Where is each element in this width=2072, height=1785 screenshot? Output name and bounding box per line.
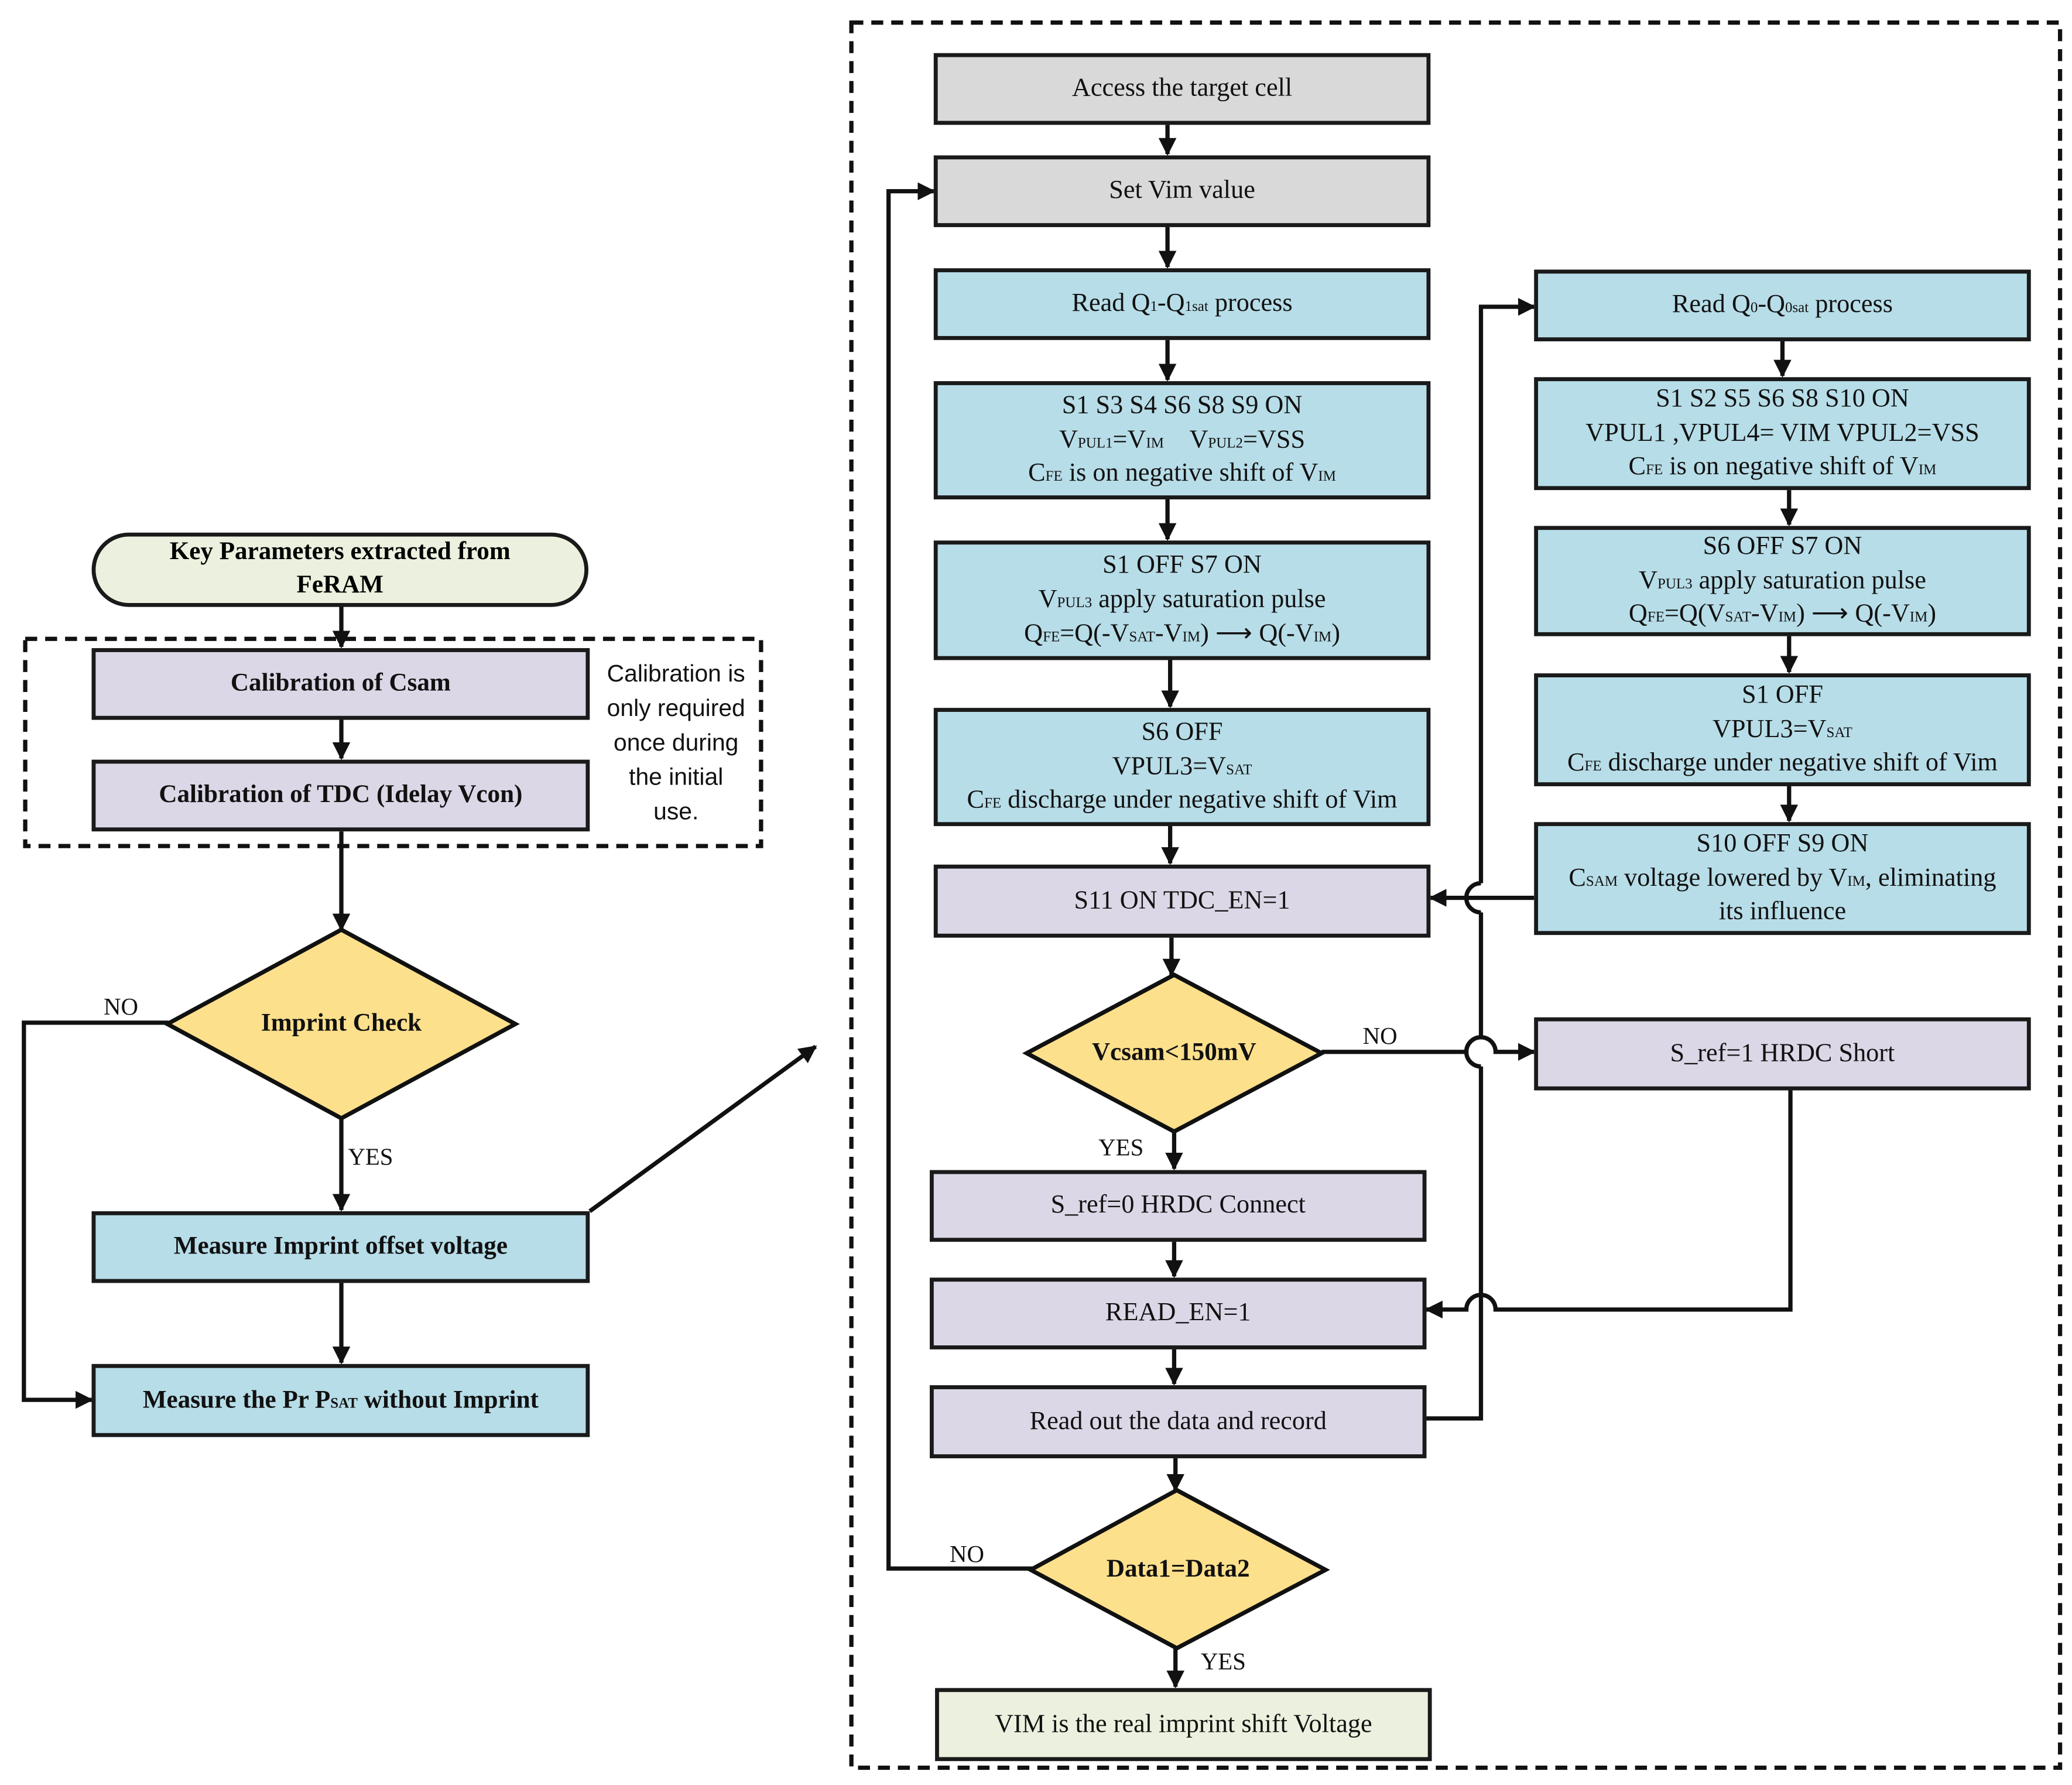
q0-step1-line-3: CFE is on negative shift of VIM	[1628, 453, 1937, 482]
arrow-no-to-measure-pr	[22, 1020, 169, 1409]
read-q0-box: Read Q0-Q0sat process	[1534, 269, 2031, 342]
data-check-text: Data1=Data2	[1106, 1555, 1250, 1584]
data-no-label: NO	[950, 1540, 985, 1567]
read-out-box: Read out the data and record	[930, 1385, 1427, 1458]
q1-step2-line-2: VPUL3 apply saturation pulse	[1038, 585, 1326, 614]
measure-offset-label: Measure Imprint offset voltage	[173, 1233, 508, 1261]
note-line-2: only required	[607, 694, 745, 722]
note-line-4: the initial	[629, 764, 724, 791]
tdc-enable-box: S11 ON TDC_EN=1	[933, 864, 1431, 938]
expand-arrow	[588, 1044, 817, 1213]
vcsam-no-label: NO	[1362, 1022, 1398, 1050]
calibration-csam-box: Calibration of Csam	[91, 648, 590, 720]
vcsam-check-diamond	[1022, 972, 1326, 1134]
q0-step2-line-1: S6 OFF S7 ON	[1703, 532, 1862, 561]
q0-step3-line-3: CFE discharge under negative shift of Vi…	[1567, 749, 1998, 777]
q1-step2-line-3: QFE=Q(-VSAT-VIM) ⟶ Q(-VIM)	[1024, 620, 1341, 648]
access-target-cell-box: Access the target cell	[933, 53, 1431, 125]
q0-step3-line-2: VPUL3=VSAT	[1712, 715, 1852, 744]
data-check-diamond	[1026, 1488, 1330, 1651]
start-line-2: FeRAM	[296, 571, 383, 599]
vim-real-label: VIM is the real imprint shift Voltage	[994, 1710, 1372, 1738]
q1-step3-box: S6 OFF VPUL3=VSAT CFE discharge under ne…	[933, 708, 1431, 827]
start-terminal: Key Parameters extracted from FeRAM	[91, 532, 588, 607]
imprint-check-diamond	[163, 927, 520, 1121]
vcsam-check-text: Vcsam<150mV	[1092, 1039, 1256, 1067]
read-q1-box: Read Q1-Q1sat process	[933, 268, 1431, 340]
calibration-note: Calibration is only required once during…	[593, 656, 760, 830]
q0-step4-line-1: S10 OFF S9 ON	[1696, 830, 1869, 858]
detail-process-frame	[849, 20, 2063, 1770]
q1-step2-box: S1 OFF S7 ON VPUL3 apply saturation puls…	[933, 540, 1431, 660]
q0-step4-line-2: CSAM voltage lowered by VIM, eliminating	[1568, 864, 1996, 892]
data-yes-label: YES	[1200, 1648, 1246, 1675]
q1-step3-line-1: S6 OFF	[1141, 718, 1223, 746]
q0-step3-line-1: S1 OFF	[1741, 681, 1823, 710]
calibration-csam-label: Calibration of Csam	[230, 670, 451, 698]
imprint-yes-label: YES	[348, 1143, 393, 1170]
measure-pr-label: Measure the Pr PSAT without Imprint	[142, 1386, 539, 1414]
q0-step1-line-2: VPUL1 ,VPUL4= VIM VPUL2=VSS	[1585, 419, 1979, 447]
vim-real-box: VIM is the real imprint shift Voltage	[935, 1688, 1432, 1762]
read-enable-box: READ_EN=1	[930, 1277, 1427, 1349]
read-q1-label: Read Q1-Q1sat process	[1071, 289, 1293, 318]
q1-step3-line-2: VPUL3=VSAT	[1112, 752, 1252, 781]
q1-step1-line-2: VPUL1=VIM VPUL2=VSS	[1059, 426, 1306, 454]
imprint-check-text: Imprint Check	[261, 1009, 422, 1037]
calibration-tdc-box: Calibration of TDC (Idelay Vcon)	[91, 759, 590, 832]
q1-step1-line-1: S1 S3 S4 S6 S8 S9 ON	[1061, 391, 1303, 420]
read-q0-label: Read Q0-Q0sat process	[1672, 291, 1893, 319]
note-line-1: Calibration is	[607, 660, 745, 687]
set-vim-label: Set Vim value	[1109, 177, 1255, 205]
calibration-group-frame	[23, 636, 763, 848]
vcsam-yes-label: YES	[1098, 1134, 1144, 1161]
access-target-cell-label: Access the target cell	[1071, 74, 1293, 102]
q0-step2-box: S6 OFF S7 ON VPUL3 apply saturation puls…	[1534, 526, 2031, 636]
start-line-1: Key Parameters extracted from	[169, 538, 511, 567]
note-line-3: once during	[613, 729, 739, 756]
arrow-readout-to-readq0	[1426, 307, 1534, 1421]
sref0-label: S_ref=0 HRDC Connect	[1050, 1191, 1306, 1219]
calibration-tdc-label: Calibration of TDC (Idelay Vcon)	[159, 781, 523, 810]
arrow-vcsam-no-to-sref1	[1321, 1035, 1536, 1061]
q0-step1-line-1: S1 S2 S5 S6 S8 S10 ON	[1656, 385, 1909, 413]
imprint-no-label: NO	[103, 993, 138, 1020]
data-check-label: Data1=Data2	[1030, 1543, 1326, 1596]
sref1-box: S_ref=1 HRDC Short	[1534, 1017, 2031, 1091]
arrow-datacheck-no-loop	[886, 182, 1033, 1571]
q1-step3-line-3: CFE discharge under negative shift of Vi…	[967, 786, 1398, 815]
q0-step1-box: S1 S2 S5 S6 S8 S10 ON VPUL1 ,VPUL4= VIM …	[1534, 377, 2031, 491]
line-hop-vcsam	[1464, 1035, 1481, 1069]
tdc-enable-label: S11 ON TDC_EN=1	[1074, 886, 1290, 915]
read-enable-label: READ_EN=1	[1105, 1299, 1251, 1327]
measure-offset-box: Measure Imprint offset voltage	[91, 1211, 590, 1283]
q1-step1-box: S1 S3 S4 S6 S8 S9 ON VPUL1=VIM VPUL2=VSS…	[933, 381, 1431, 499]
read-out-label: Read out the data and record	[1029, 1407, 1327, 1435]
q0-step2-line-2: VPUL3 apply saturation pulse	[1638, 566, 1926, 595]
q0-step2-line-3: QFE=Q(VSAT-VIM) ⟶ Q(-VIM)	[1628, 601, 1937, 629]
note-line-5: use.	[653, 799, 699, 825]
sref1-label: S_ref=1 HRDC Short	[1670, 1039, 1895, 1068]
imprint-check-label: Imprint Check	[167, 998, 515, 1051]
q1-step1-line-3: CFE is on negative shift of VIM	[1028, 460, 1336, 488]
set-vim-box: Set Vim value	[933, 155, 1431, 227]
q0-step4-line-3: its influence	[1718, 898, 1847, 927]
line-hop-tdc	[1464, 880, 1481, 915]
q1-step2-line-1: S1 OFF S7 ON	[1102, 551, 1262, 580]
vcsam-check-label: Vcsam<150mV	[1027, 1027, 1322, 1080]
q0-step3-box: S1 OFF VPUL3=VSAT CFE discharge under ne…	[1534, 673, 2031, 787]
measure-pr-box: Measure the Pr PSAT without Imprint	[91, 1363, 590, 1437]
sref0-box: S_ref=0 HRDC Connect	[930, 1170, 1427, 1242]
q0-step4-box: S10 OFF S9 ON CSAM voltage lowered by VI…	[1534, 822, 2031, 936]
